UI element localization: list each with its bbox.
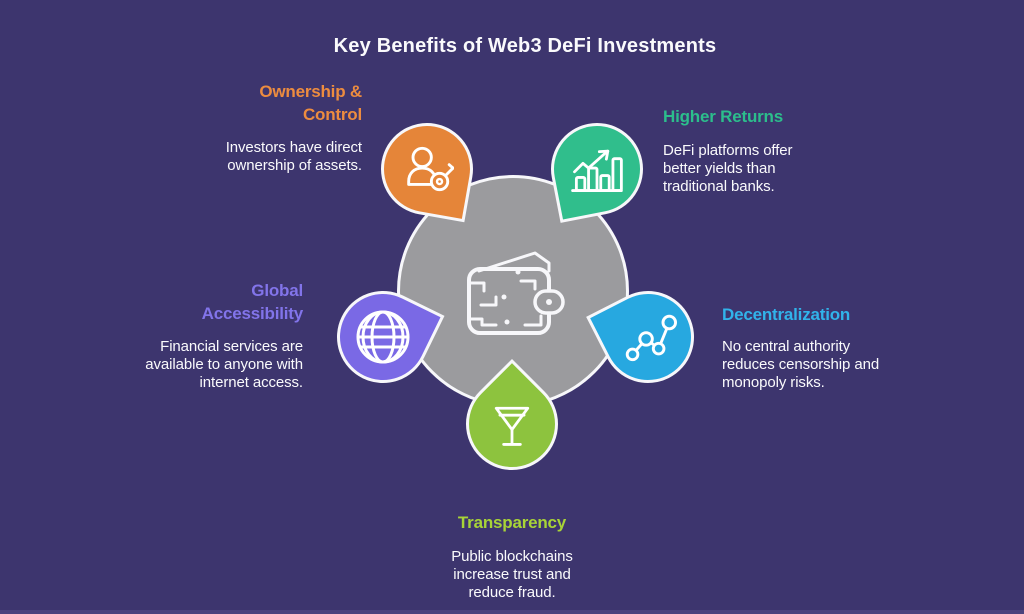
benefit-description-decentralization: No central authority reduces censorship … xyxy=(722,338,880,391)
petal-higher-returns xyxy=(543,115,651,223)
bottom-accent-strip xyxy=(0,610,1024,614)
heading-line: Global xyxy=(251,281,303,301)
benefit-heading-transparency: Transparency xyxy=(457,513,567,533)
benefit-heading-decentralization: Decentralization xyxy=(722,305,851,325)
globe-icon xyxy=(340,294,426,380)
heading-line: Accessibility xyxy=(201,304,304,324)
petal-global-accessibility xyxy=(321,275,445,399)
benefit-heading-global-accessibility: Global Accessibility xyxy=(201,279,304,325)
digital-wallet-icon xyxy=(461,245,565,337)
martini-glass-icon xyxy=(469,381,555,467)
benefit-description-global-accessibility: Financial services are available to anyo… xyxy=(145,338,303,391)
page-title: Key Benefits of Web3 DeFi Investments xyxy=(333,35,717,58)
benefit-description-transparency: Public blockchains increase trust and re… xyxy=(451,548,573,601)
benefit-description-ownership-control: Investors have direct ownership of asset… xyxy=(225,139,362,174)
bar-chart-growth-icon xyxy=(554,126,640,212)
petal-ownership-control xyxy=(373,115,481,223)
heading-line: Ownership & xyxy=(259,82,362,102)
benefit-heading-higher-returns: Higher Returns xyxy=(663,107,783,127)
person-key-icon xyxy=(384,126,470,212)
heading-line: Control xyxy=(302,105,362,125)
network-nodes-icon xyxy=(605,294,691,380)
benefit-heading-ownership-control: Ownership & Control xyxy=(259,80,362,126)
petal-transparency xyxy=(446,358,578,490)
benefit-description-higher-returns: DeFi platforms offer better yields than … xyxy=(663,142,793,195)
petal-decentralization xyxy=(586,275,710,399)
